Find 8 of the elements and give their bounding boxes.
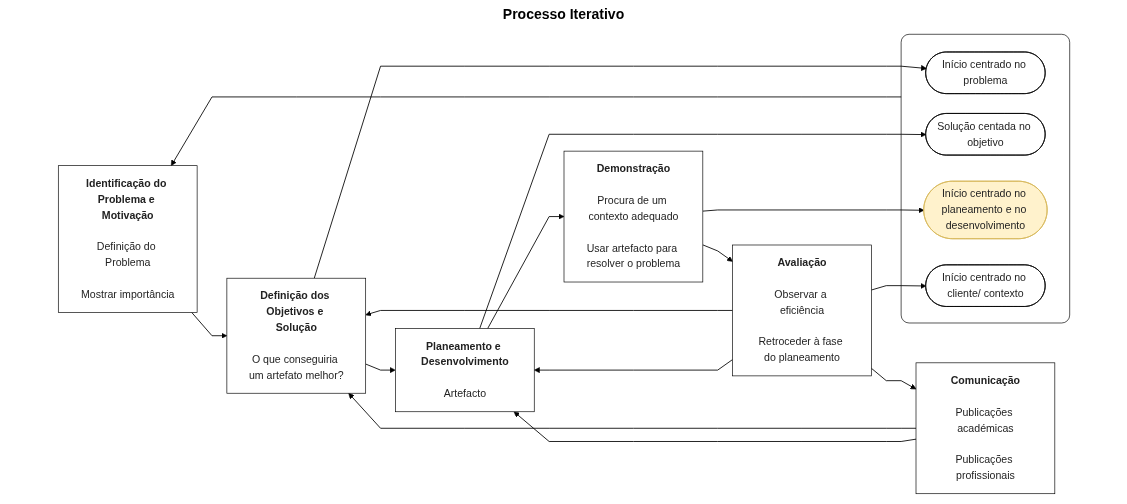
node-box: Planeamento e Desenvolvimento Artefacto [394, 328, 535, 413]
node-box: Identificação do Problema e Motivação Definição do Problema Mostrar importância [57, 165, 197, 313]
node-box: Comunicação Publicações académicas Publicações profissionais [915, 362, 1055, 495]
node-box: Avaliação Observar a eficiência Retroceder à fase do planeamento [731, 244, 872, 377]
note-text: Processo Iterativo [502, 6, 625, 22]
cluster [900, 33, 1070, 324]
node-box: Demonstração Procura de um contexto adequado Usar artefacto para resolver o problema [563, 150, 703, 283]
node-box: Definição dos Objetivos e Solução O que conseguiria um artefato melhor? [226, 277, 366, 394]
